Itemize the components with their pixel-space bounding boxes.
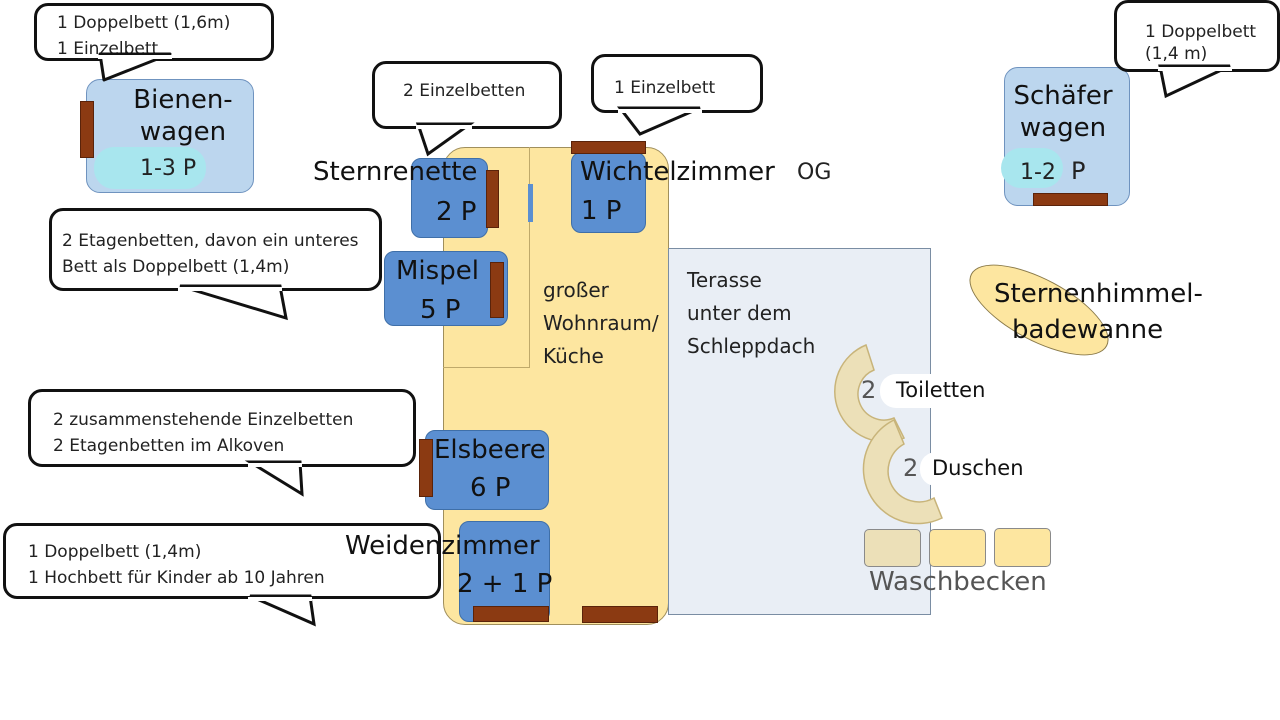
showers-label-bg: [920, 452, 1024, 486]
bubble-line: 1 Einzelbett: [57, 39, 159, 59]
schaeferwagen-bed-highlight: [1001, 148, 1063, 188]
sinks-label: Waschbecken: [869, 567, 1047, 597]
room-name-line: wagen: [139, 117, 227, 147]
weidenzimmer-room[interactable]: [459, 521, 550, 622]
sink-basin: [994, 528, 1051, 567]
weidenzimmer-capacity: 2 + 1 P: [457, 569, 553, 599]
bed: [486, 170, 499, 228]
bed: [80, 101, 94, 158]
schaeferwagen-bubble: 1 Doppelbett (1,4 m): [1114, 0, 1280, 72]
area-line: unter dem: [687, 301, 792, 325]
mispel-name: Mispel: [396, 256, 479, 286]
mispel-room[interactable]: [384, 251, 508, 326]
bubble-line: 1 Doppelbett: [1145, 22, 1257, 42]
mispel-capacity: 5 P: [420, 295, 461, 325]
showers-label: Duschen: [932, 456, 1024, 480]
sternrenette-capacity: 2 P: [436, 197, 477, 227]
wohnraum-label: großer Wohnraum/ Küche: [543, 274, 659, 373]
weidenzimmer-bubble: 1 Doppelbett (1,4m) 1 Hochbett für Kinde…: [3, 523, 441, 599]
bienenwagen-bubble: 1 Doppelbett (1,6m) 1 Einzelbett: [34, 3, 274, 61]
schaeferwagen-capacity: 1-2 P: [1020, 155, 1085, 189]
sink-basin: [929, 529, 986, 567]
elsbeere-bubble: 2 zusammenstehende Einzelbetten 2 Etagen…: [28, 389, 416, 467]
bubble-line: Bett als Doppelbett (1,4m): [62, 257, 290, 277]
bubble-line: 1 Doppelbett (1,4m): [28, 542, 202, 562]
toilets-count: 2: [861, 376, 877, 404]
elsbeere-capacity: 6 P: [470, 473, 511, 503]
elsbeere-room[interactable]: [425, 430, 549, 510]
bed: [490, 262, 504, 318]
toilets-label: Toiletten: [896, 378, 986, 402]
area-line: Wohnraum/: [543, 311, 659, 335]
bubble-line: 2 Einzelbetten: [403, 81, 526, 101]
weidenzimmer-bubble-tail: [249, 594, 316, 627]
bienenwagen-bed-highlight: [94, 147, 206, 189]
bed: [582, 606, 658, 623]
area-line: großer: [543, 278, 609, 302]
bubble-line: 2 zusammenstehende Einzelbetten: [53, 410, 354, 430]
bubble-line: (1,4 m): [1145, 44, 1208, 64]
toilets-label-bg: [880, 374, 992, 408]
bed: [473, 606, 549, 622]
capacity-unit: P: [1070, 157, 1086, 185]
bubble-line: 1 Hochbett für Kinder ab 10 Jahren: [28, 568, 325, 588]
bed: [1033, 193, 1108, 206]
sink-basin: [864, 529, 921, 567]
terrasse-label: Terasse unter dem Schleppdach: [687, 264, 815, 363]
showers-shape: [862, 418, 943, 525]
area-line: Schleppdach: [687, 334, 816, 358]
mispel-bubble: 2 Etagenbetten, davon ein unteres Bett a…: [49, 208, 382, 291]
showers-count: 2: [903, 454, 919, 482]
wichtelzimmer-name: Wichtelzimmer: [580, 157, 775, 187]
elsbeere-name: Elsbeere: [434, 435, 546, 465]
weidenzimmer-name: Weidenzimmer: [345, 531, 540, 561]
area-line: Sternenhimmel-: [994, 279, 1203, 309]
bathtub-label: Sternenhimmel- badewanne: [994, 276, 1203, 348]
area-line: badewanne: [1012, 315, 1164, 345]
house-inner-wall: [443, 147, 530, 368]
bubble-line: 1 Einzelbett: [614, 78, 716, 98]
room-name-line: wagen: [1019, 113, 1107, 143]
sanitary-arcs: [834, 343, 943, 525]
wichtelzimmer-capacity: 1 P: [581, 196, 622, 226]
sternrenette-room[interactable]: [411, 158, 488, 238]
area-line: Küche: [543, 344, 604, 368]
bienenwagen-name: Bienen- wagen: [110, 84, 256, 148]
wichtelzimmer-floor: OG: [797, 160, 832, 185]
sternrenette-name: Sternrenette: [313, 157, 478, 187]
bienenwagen-capacity: 1-3 P: [140, 156, 197, 181]
schaeferwagen-name: Schäfer wagen: [1004, 80, 1122, 144]
capacity-number: 1-2: [1020, 160, 1056, 185]
bed: [419, 439, 433, 497]
wichtelzimmer-room[interactable]: [571, 152, 646, 233]
bubble-line: 2 Etagenbetten im Alkoven: [53, 436, 285, 456]
wichtelzimmer-bubble: 1 Einzelbett: [591, 54, 763, 113]
sternrenette-bubble: 2 Einzelbetten: [372, 61, 562, 129]
area-line: Terasse: [687, 268, 762, 292]
room-name-line: Schäfer: [1013, 81, 1113, 111]
bed: [571, 141, 646, 154]
house-window: [528, 184, 533, 222]
bubble-line: 2 Etagenbetten, davon ein unteres: [62, 231, 359, 251]
room-name-line: Bienen-: [133, 85, 233, 115]
bubble-line: 1 Doppelbett (1,6m): [57, 13, 231, 33]
